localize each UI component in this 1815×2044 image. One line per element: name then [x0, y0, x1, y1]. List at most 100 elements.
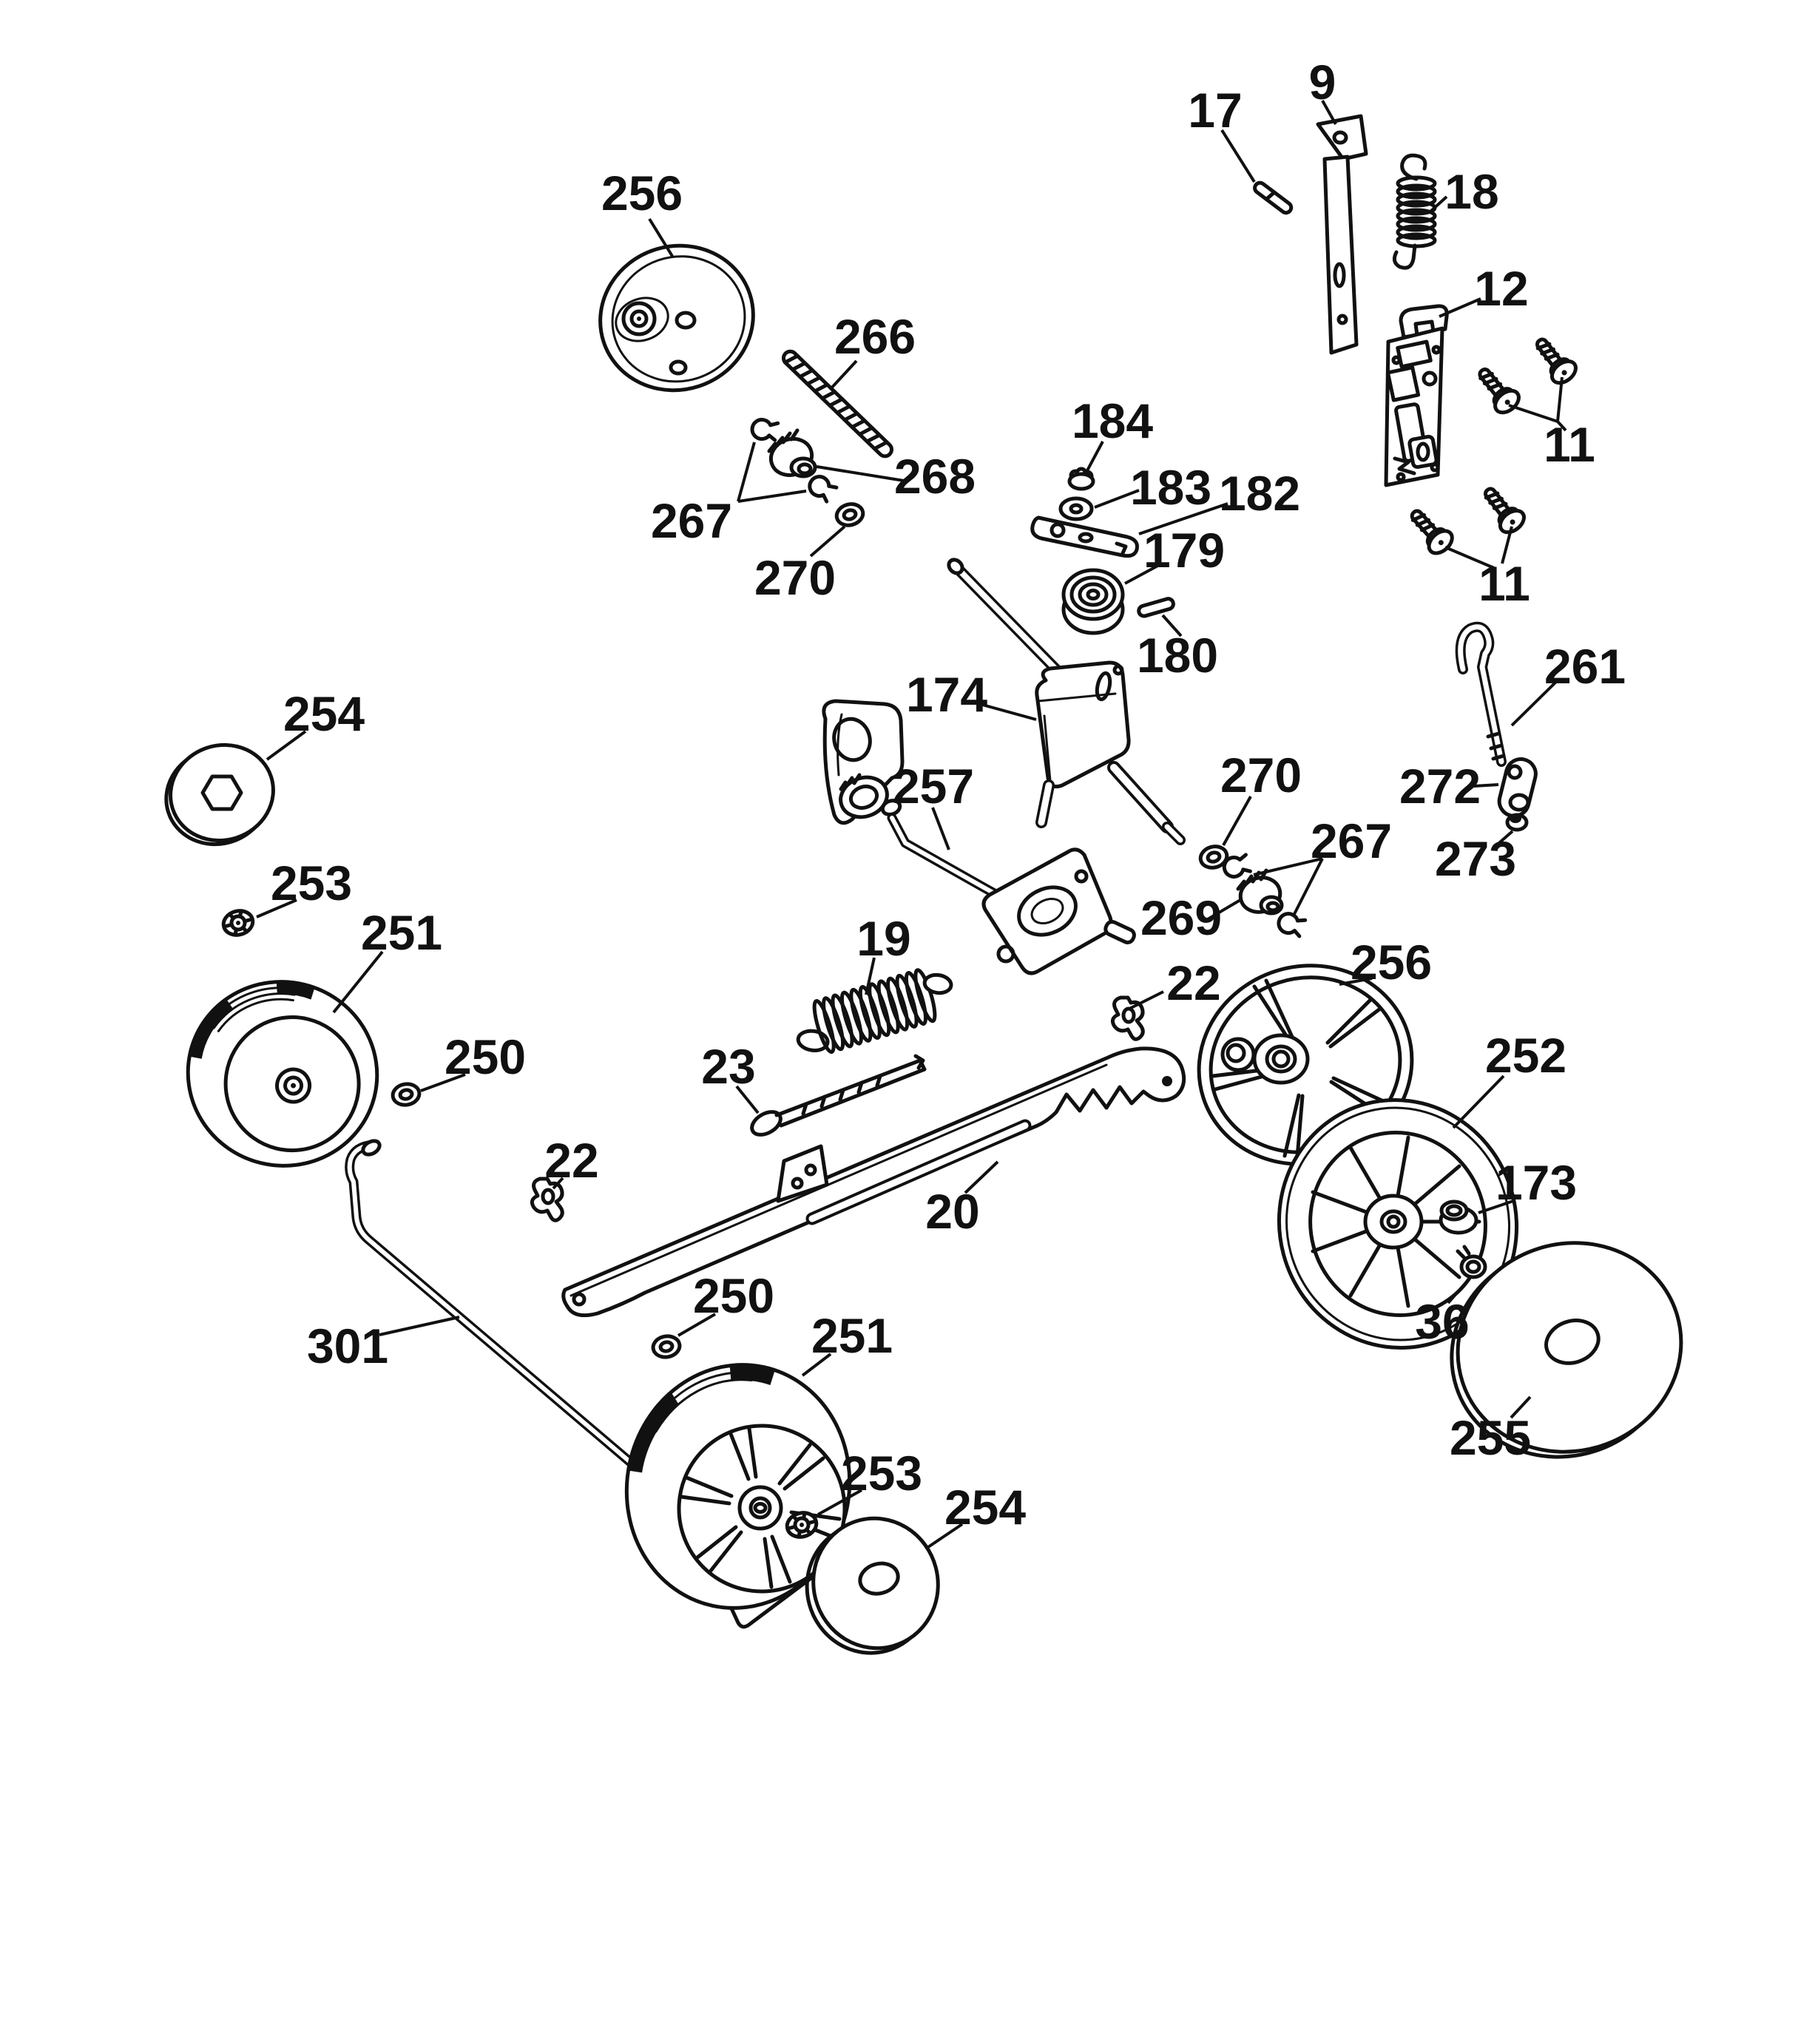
part-250-washer: [652, 1334, 681, 1359]
leader-line-255: [1510, 1395, 1532, 1419]
part-label-270-mid: 270: [1220, 748, 1302, 802]
part-257-shift-arm: [822, 699, 1136, 975]
part-label-17: 17: [1188, 83, 1242, 138]
part-label-22-left: 22: [544, 1133, 598, 1188]
part-label-173: 173: [1495, 1155, 1577, 1210]
leader-line-250-bottom: [677, 1313, 717, 1337]
leader-line-250-left: [420, 1073, 466, 1092]
part-label-9: 9: [1309, 55, 1336, 109]
part-label-180: 180: [1137, 628, 1218, 683]
part-label-11-upper: 11: [1544, 417, 1595, 472]
part-250-washer: [391, 1082, 421, 1107]
part-label-254-left: 254: [283, 686, 365, 741]
part-266-worm-shaft: [781, 349, 894, 458]
part-label-20: 20: [925, 1184, 979, 1239]
part-label-253-bottom: 253: [841, 1446, 922, 1500]
part-252-wheel: [1251, 1073, 1544, 1374]
leader-line-11-lower: [1444, 546, 1495, 569]
part-label-183: 183: [1130, 460, 1211, 515]
leader-line-267-top: [737, 441, 756, 502]
part-label-273: 273: [1435, 831, 1516, 886]
part-184-locknut: [1067, 467, 1095, 491]
part-label-257: 257: [893, 759, 974, 813]
part-label-18: 18: [1444, 164, 1498, 219]
part-183-washer: [1058, 496, 1094, 521]
leader-line-251-bottom: [801, 1353, 832, 1377]
part-label-251-bottom: 251: [811, 1308, 893, 1363]
part-label-250-bottom: 250: [693, 1268, 774, 1323]
part-11-screw: [1477, 482, 1528, 537]
leader-line-11-upper: [1508, 404, 1558, 423]
part-label-36: 36: [1415, 1294, 1469, 1349]
leader-line-252: [1452, 1075, 1505, 1129]
part-9-bracket-strap: [1316, 114, 1368, 355]
part-17-pin: [1253, 180, 1294, 215]
part-label-182: 182: [1219, 466, 1300, 521]
part-label-252: 252: [1485, 1028, 1566, 1083]
leader-line-272: [1473, 783, 1499, 788]
leader-line-23: [735, 1085, 760, 1114]
leader-line-11-upper: [1556, 420, 1567, 432]
leader-line-270-top: [809, 525, 846, 558]
part-label-253-left: 253: [271, 856, 352, 910]
leader-line-273: [1493, 830, 1514, 848]
leader-line-267-top: [737, 490, 807, 503]
part-label-22-right: 22: [1166, 955, 1220, 1010]
part-254-hub-cap: [164, 742, 275, 847]
part-label-254-bottom: 254: [944, 1480, 1026, 1534]
leader-line-251-left: [332, 950, 384, 1014]
part-267-clip: [750, 417, 780, 442]
leader-line-179: [1124, 562, 1163, 585]
leader-line-261: [1510, 680, 1558, 727]
leader-line-269: [1206, 899, 1242, 921]
part-267-clip: [805, 473, 837, 504]
part-label-272: 272: [1399, 759, 1481, 813]
leader-line-184: [1084, 441, 1104, 474]
part-label-184: 184: [1072, 393, 1153, 448]
part-255-hub-cap: [1450, 1241, 1683, 1459]
part-251-wheel: [604, 1344, 872, 1628]
part-268-pinion-gear: [767, 428, 817, 478]
leader-line-253-bottom: [817, 1489, 862, 1516]
leader-line-180: [1161, 614, 1183, 637]
leader-line-9: [1321, 100, 1337, 125]
part-label-11-lower: 11: [1478, 556, 1530, 611]
leader-line-256-top: [648, 217, 675, 259]
part-label-267-mid: 267: [1311, 813, 1392, 868]
leader-line-173: [1478, 1199, 1516, 1214]
part-label-256-right: 256: [1351, 935, 1432, 989]
part-261-hook-rod: [1455, 621, 1507, 767]
part-label-256-top: 256: [601, 166, 683, 220]
leader-line-268: [816, 465, 905, 482]
part-179-pulley: [1061, 568, 1125, 635]
part-180-key: [1137, 597, 1175, 618]
part-36-retaining-ring: [1456, 1245, 1487, 1279]
leader-line-267-mid: [1253, 857, 1323, 876]
part-174-gearbox: [947, 558, 1186, 845]
part-label-174: 174: [906, 667, 987, 722]
leader-line-12: [1439, 297, 1481, 318]
part-269-drive-gear: [1236, 868, 1284, 916]
part-11-screw: [1529, 333, 1580, 388]
leader-line-183: [1094, 489, 1140, 509]
part-label-270-top: 270: [754, 550, 836, 605]
part-253-push-nut: [221, 907, 256, 938]
part-18-extension-spring: [1392, 153, 1437, 270]
part-272-link-plate: [1497, 757, 1538, 818]
part-label-251-left: 251: [361, 905, 442, 960]
part-label-255: 255: [1450, 1410, 1531, 1465]
leader-line-253-left: [256, 899, 297, 918]
leader-line-18: [1429, 195, 1448, 213]
part-254-hub-cap: [805, 1516, 940, 1655]
leader-line-267-mid: [1291, 858, 1324, 918]
part-label-19: 19: [856, 911, 910, 966]
part-273-nut: [1505, 813, 1529, 832]
part-label-268: 268: [894, 449, 976, 504]
part-267-clip: [1276, 910, 1307, 938]
part-267-clip: [1223, 855, 1251, 879]
part-label-267-top: 267: [651, 493, 732, 548]
leader-line-254-left: [266, 730, 307, 761]
leader-line-257: [931, 807, 950, 850]
part-173-bushing: [1439, 1199, 1478, 1235]
